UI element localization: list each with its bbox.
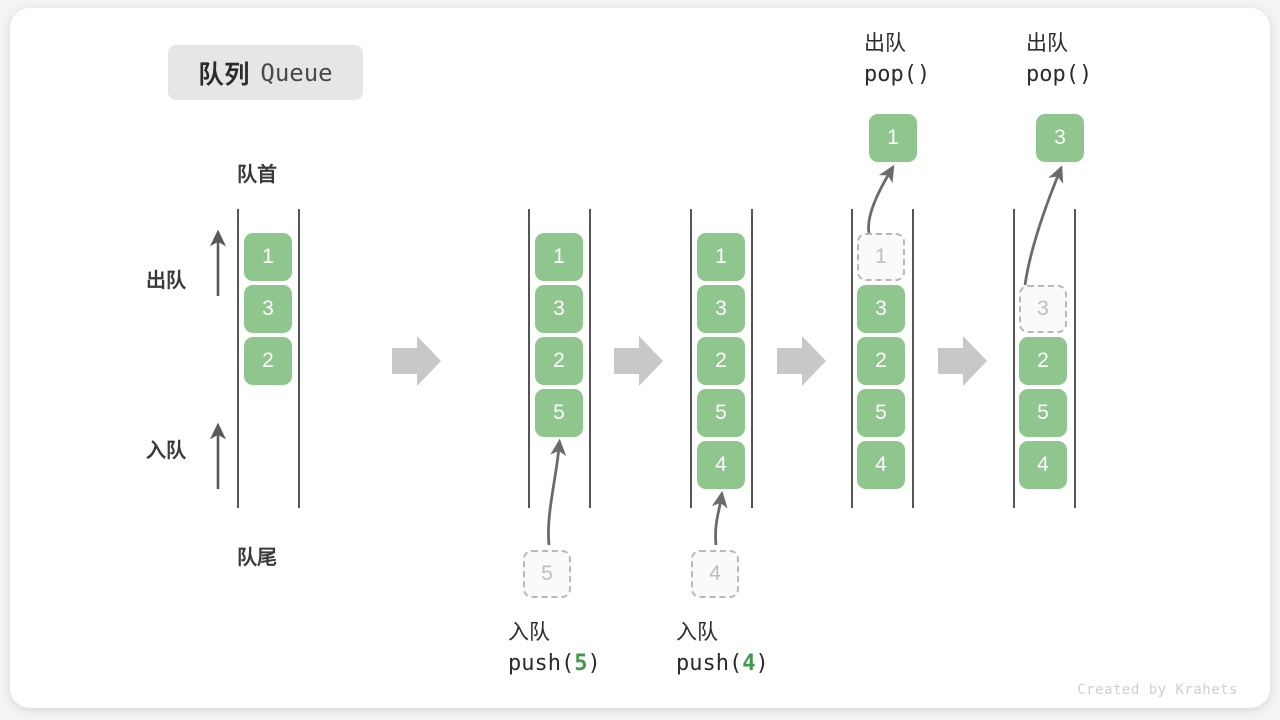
push-4-caption-cn: 入队 [676, 621, 718, 644]
credit-text: Created by Krahets [1077, 682, 1238, 698]
cell-col3-0: 1 [697, 233, 745, 281]
popped-box-3: 3 [1036, 114, 1084, 162]
cell-col5-3: 5 [1019, 389, 1067, 437]
rail-right-col4 [912, 209, 914, 508]
push-5-caption-code: push(5) [508, 651, 601, 676]
cell-col5-1: 3 [1019, 285, 1067, 333]
pop-1-caption-code: pop() [864, 62, 931, 87]
rail-left-col4 [851, 209, 853, 508]
push-ghost-4: 4 [691, 550, 739, 598]
rail-right-col5 [1074, 209, 1076, 508]
cell-col1-0: 1 [244, 233, 292, 281]
title-badge: 队列 Queue [168, 45, 363, 100]
push-5-caption: 入队 push(5) [508, 618, 601, 680]
cell-col2-2: 2 [535, 337, 583, 385]
queue-rear-label: 队尾 [237, 547, 277, 569]
cell-col3-4: 4 [697, 441, 745, 489]
push-4-caption: 入队 push(4) [676, 618, 769, 680]
pop-3-caption-cn: 出队 [1026, 32, 1068, 55]
push-ghost-5: 5 [523, 550, 571, 598]
enqueue-side-label: 入队 [146, 440, 186, 462]
cell-col5-4: 4 [1019, 441, 1067, 489]
cell-col4-2: 2 [857, 337, 905, 385]
title-cn: 队列 [198, 60, 251, 89]
cell-col2-0: 1 [535, 233, 583, 281]
push-4-caption-code: push(4) [676, 651, 769, 676]
rail-right-col1 [298, 209, 300, 508]
cell-col5-2: 2 [1019, 337, 1067, 385]
cell-col2-3: 5 [535, 389, 583, 437]
pop-1-caption: 出队 pop() [864, 29, 930, 91]
popped-box-1: 1 [869, 114, 917, 162]
dequeue-side-label: 出队 [146, 270, 186, 292]
title-en: Queue [260, 58, 333, 87]
rail-left-col2 [528, 209, 530, 508]
pop-1-caption-cn: 出队 [864, 32, 906, 55]
cell-col2-1: 3 [535, 285, 583, 333]
rail-right-col2 [589, 209, 591, 508]
push-5-caption-cn: 入队 [508, 621, 550, 644]
cell-col4-1: 3 [857, 285, 905, 333]
cell-col3-1: 3 [697, 285, 745, 333]
pop-3-caption: 出队 pop() [1026, 29, 1092, 91]
cell-col4-4: 4 [857, 441, 905, 489]
cell-col1-2: 2 [244, 337, 292, 385]
cell-col4-3: 5 [857, 389, 905, 437]
cell-col1-1: 3 [244, 285, 292, 333]
queue-front-label: 队首 [237, 164, 277, 186]
pop-3-caption-code: pop() [1026, 62, 1093, 87]
rail-left-col3 [690, 209, 692, 508]
rail-left-col5 [1013, 209, 1015, 508]
cell-col4-0: 1 [857, 233, 905, 281]
rail-right-col3 [751, 209, 753, 508]
white-card [10, 8, 1270, 708]
cell-col3-3: 5 [697, 389, 745, 437]
rail-left-col1 [237, 209, 239, 508]
cell-col3-2: 2 [697, 337, 745, 385]
